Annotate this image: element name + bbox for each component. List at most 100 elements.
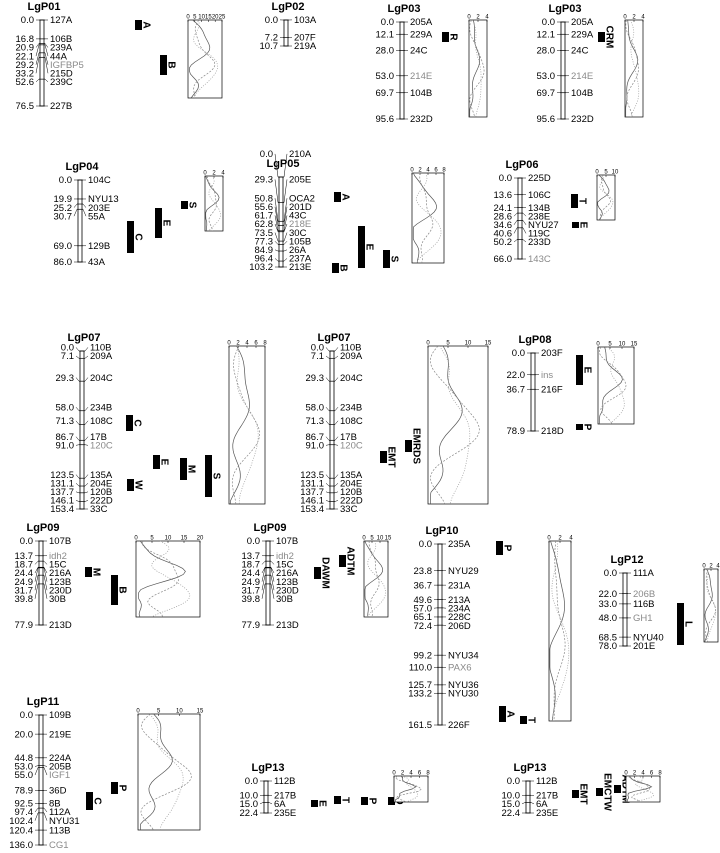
marker-position: 39.8 bbox=[15, 594, 34, 605]
lod-axis-tick-label: 5 bbox=[446, 341, 450, 347]
marker-name: CG1 bbox=[49, 840, 69, 851]
qtl-bar bbox=[339, 555, 346, 567]
connector-line bbox=[43, 583, 48, 599]
qtl-label: CRM bbox=[603, 26, 614, 49]
lod-curve bbox=[412, 172, 437, 264]
marker-position: 50.2 bbox=[494, 237, 513, 248]
connector-line bbox=[530, 802, 535, 805]
marker-position: 34.6 bbox=[494, 220, 513, 231]
lod-curve bbox=[469, 19, 481, 117]
marker-name: 203E bbox=[88, 203, 110, 214]
linkage-group-title: LgP11 bbox=[27, 696, 59, 708]
marker-name: 213D bbox=[49, 620, 72, 631]
marker-name: 104B bbox=[571, 88, 593, 99]
marker-position: 69.0 bbox=[54, 241, 73, 252]
marker-name: OCA2 bbox=[289, 193, 315, 204]
qtl-label: S bbox=[388, 256, 399, 263]
qtl-bar bbox=[380, 451, 387, 463]
marker-position: 33.0 bbox=[599, 599, 618, 610]
qtl-label: P bbox=[116, 785, 127, 792]
connector-line bbox=[34, 575, 39, 591]
qtl-label: W bbox=[132, 480, 143, 490]
lod-axis-tick-label: 10 bbox=[612, 170, 619, 176]
qtl-label: B bbox=[116, 586, 127, 593]
qtl-bar bbox=[572, 790, 579, 798]
connector-line bbox=[43, 807, 48, 813]
lod-axis-tick-label: 0 bbox=[203, 171, 207, 177]
marker-name: 210A bbox=[289, 149, 312, 160]
qtl-label: E bbox=[581, 367, 592, 374]
marker-name: 204C bbox=[90, 373, 113, 384]
qtl-label: A bbox=[504, 710, 515, 717]
lod-axis-tick-label: 10 bbox=[198, 15, 205, 21]
marker-name: 119C bbox=[528, 229, 550, 240]
marker-name: 209A bbox=[340, 351, 363, 362]
marker-position: 20.0 bbox=[15, 729, 34, 740]
connector-line bbox=[325, 406, 330, 411]
lod-axis-tick-label: 8 bbox=[442, 168, 446, 174]
connector-line bbox=[35, 43, 40, 48]
marker-position: 55.0 bbox=[15, 770, 34, 781]
marker-position: 131.1 bbox=[300, 478, 324, 489]
connector-line bbox=[35, 52, 40, 65]
linkage-group-title: LgP09 bbox=[253, 522, 286, 534]
connector-line bbox=[334, 483, 339, 487]
lod-axis-tick-label: 15 bbox=[385, 536, 392, 542]
marker-name: 6A bbox=[274, 799, 286, 810]
qtl-label: E bbox=[363, 244, 374, 251]
qtl-bar bbox=[496, 541, 503, 555]
qtl-bar bbox=[361, 797, 368, 805]
marker-name: 217B bbox=[536, 790, 558, 801]
lod-plot-frame bbox=[548, 540, 572, 722]
marker-position: 31.7 bbox=[242, 585, 261, 596]
lod-curve bbox=[140, 713, 192, 831]
connector-line bbox=[325, 500, 330, 502]
connector-line bbox=[274, 258, 279, 262]
lod-axis-tick-label: 2 bbox=[418, 168, 422, 174]
marker-name: NYU27 bbox=[528, 220, 559, 231]
qtl-label: EMT bbox=[577, 783, 588, 804]
lod-axis-tick-label: 2 bbox=[236, 341, 240, 347]
qtl-bar bbox=[332, 263, 339, 273]
marker-name: 112B bbox=[536, 776, 557, 787]
connector-line bbox=[268, 802, 273, 805]
marker-position: 24.4 bbox=[15, 568, 34, 579]
marker-name: 218D bbox=[541, 426, 564, 437]
marker-position: 22.0 bbox=[507, 370, 526, 381]
qtl-bar bbox=[677, 603, 684, 645]
marker-name: 120C bbox=[340, 440, 363, 451]
marker-position: 0.0 bbox=[61, 343, 74, 354]
marker-position: 15.0 bbox=[502, 799, 521, 810]
marker-name: 222D bbox=[340, 496, 363, 507]
lod-axis-tick-label: 0 bbox=[624, 771, 628, 777]
marker-name: 43C bbox=[289, 211, 307, 222]
marker-position: 55.6 bbox=[255, 202, 274, 213]
qtl-label: B bbox=[337, 264, 348, 271]
marker-position: 133.2 bbox=[408, 689, 432, 700]
lod-curve bbox=[628, 775, 651, 803]
connector-line bbox=[283, 249, 288, 252]
lod-axis-tick-label: 10 bbox=[465, 341, 472, 347]
marker-name: 26A bbox=[289, 245, 307, 256]
lod-curve bbox=[193, 19, 218, 99]
marker-position: 53.0 bbox=[537, 71, 556, 82]
connector-line bbox=[270, 583, 275, 599]
marker-position: 0.0 bbox=[507, 776, 520, 787]
marker-name: 33C bbox=[90, 504, 108, 515]
marker-name: 228C bbox=[448, 612, 471, 623]
marker-name: 238E bbox=[528, 211, 550, 222]
marker-name: 8B bbox=[49, 799, 61, 810]
marker-position: 0.0 bbox=[311, 343, 324, 354]
marker-name: 205A bbox=[410, 17, 433, 28]
marker-name: 108C bbox=[90, 416, 113, 427]
lod-plot-frame bbox=[187, 19, 223, 99]
lod-plot-frame bbox=[228, 345, 266, 505]
lod-axis-tick-label: 5 bbox=[150, 536, 154, 542]
connector-line bbox=[334, 355, 339, 359]
lod-curve bbox=[368, 540, 380, 618]
marker-position: 110.0 bbox=[409, 662, 432, 673]
qtl-label: E bbox=[577, 222, 588, 229]
